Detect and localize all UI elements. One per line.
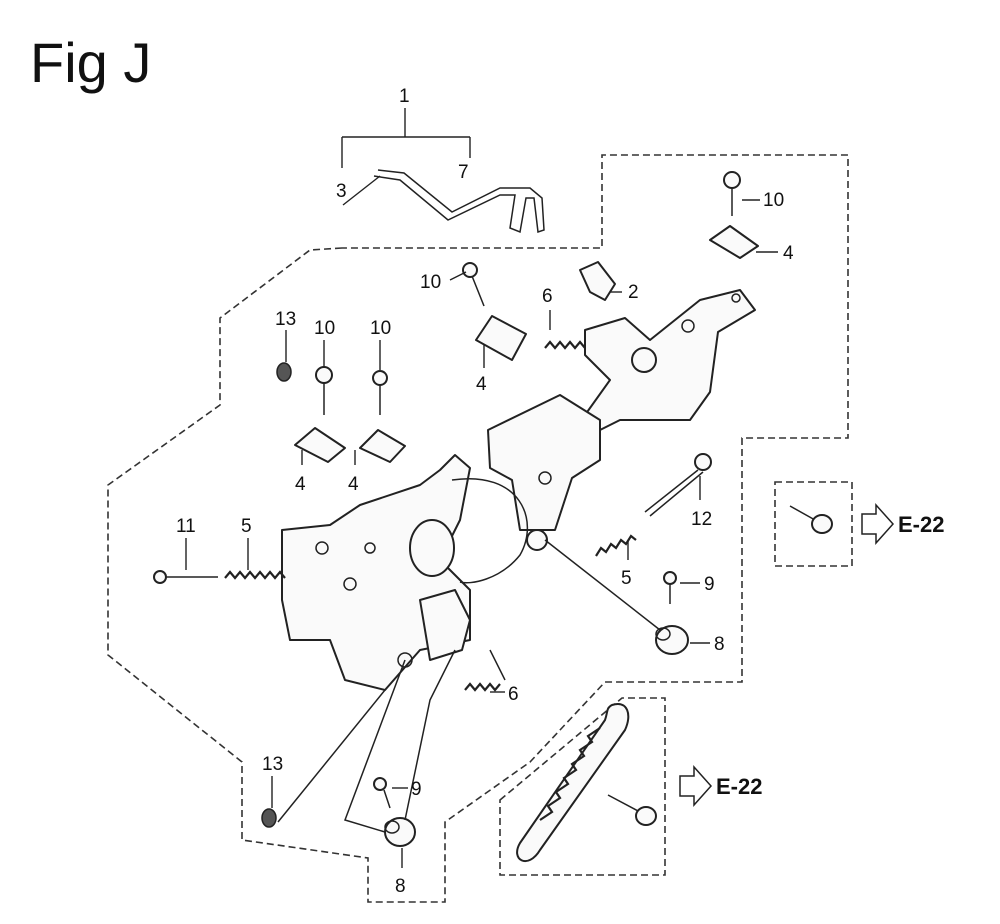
callout-9-bottom: 9 [411,779,422,800]
lever-boss [409,519,455,577]
callout-12: 12 [691,509,712,530]
callout-4-top-right: 4 [783,243,794,264]
figure-title: Fig J [30,31,151,94]
governor-rod [373,169,545,234]
callout-1: 1 [399,86,410,107]
clamp-top-right [709,225,759,259]
callout-3: 3 [336,181,347,202]
spring-6-upper [544,340,586,350]
callout-4-left-b: 4 [348,474,359,495]
callout-2: 2 [628,282,639,303]
callout-1-bracket [341,108,471,168]
lower-lever [419,589,471,661]
callout-8-right: 8 [714,634,725,655]
leader-3 [342,175,381,206]
callout-4-left-a: 4 [295,474,306,495]
callout-8-bottom: 8 [395,876,406,897]
callout-10-left-a: 10 [314,318,335,339]
link-rod [277,689,386,823]
bolt-10-top-right [723,171,741,216]
pin-9-right [663,571,677,604]
callout-9-right: 9 [704,574,715,595]
callout-10-top-right: 10 [763,190,784,211]
callout-10-upper-mid: 10 [420,272,441,293]
ref-e22-lower[interactable]: E-22 [716,774,762,799]
control-plate [584,289,756,431]
bolt-e22-upper [789,505,833,534]
callout-4-upper-mid: 4 [476,374,487,395]
clip [579,261,616,301]
clamp-left-a [294,427,346,463]
cap-8-bottom [384,817,416,847]
cap-8-right [655,625,689,655]
nut-13-lower [261,808,277,828]
clamp-left-b [359,429,406,463]
long-spring-coil [539,727,601,821]
e22-upper-inset [774,481,853,567]
long-spring-link [516,703,630,863]
control-lever-plate [487,394,601,531]
bolt-10-upper-mid [462,262,485,307]
ref-e22-upper[interactable]: E-22 [898,512,944,537]
callout-13-upper: 13 [275,309,296,330]
callout-13-lower: 13 [262,754,283,775]
callout-10-left-b: 10 [370,318,391,339]
control-pivot [631,347,657,373]
hollow-right-arrow-icon[interactable] [861,503,895,545]
spring-6-lower [464,682,501,692]
callout-5-left: 5 [241,516,252,537]
spring-5-left [224,570,286,580]
callout-11: 11 [176,516,196,537]
leader-lines [185,199,778,868]
callout-5-right: 5 [621,568,632,589]
pin-9-bottom [373,777,391,809]
spring-5-right [595,534,637,557]
left-bracket [281,454,471,691]
e22-lower-inset [499,697,666,876]
bolt-12 [644,453,712,517]
callout-6-lower: 6 [508,684,519,705]
bolt-10-left-a [315,366,333,415]
hollow-right-arrow-icon[interactable] [679,765,713,807]
bolt-e22-lower [607,794,657,826]
callout-6-upper: 6 [542,286,553,307]
clamp-upper-mid [475,315,527,361]
assembly-outline [107,154,849,903]
callout-7: 7 [458,162,469,183]
bolt-11 [153,570,218,584]
bolt-10-left-b [372,370,388,415]
nut-13-upper [276,362,292,382]
